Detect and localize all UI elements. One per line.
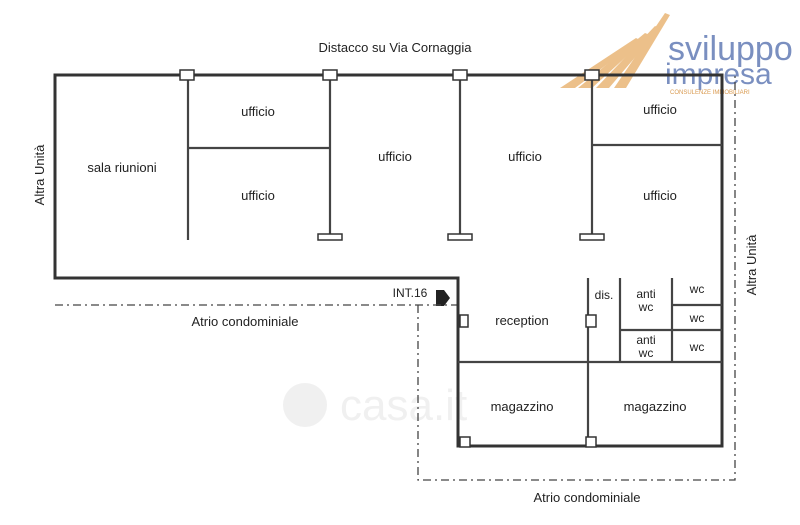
outer-walls: [53, 73, 724, 448]
room-magazzino-2: magazzino: [624, 399, 687, 414]
room-antibagno-2: anti: [636, 333, 655, 347]
watermark-text: casa.it: [340, 381, 467, 430]
room-wc-1: wc: [689, 282, 705, 296]
room-antibagno-2-wc: wc: [638, 346, 654, 360]
room-ufficio-4: ufficio: [508, 149, 542, 164]
interior-walls: [179, 69, 722, 448]
atrium-left-label: Atrio condominiale: [192, 314, 299, 329]
room-labels: sala riunioni ufficio ufficio ufficio uf…: [87, 102, 704, 414]
room-ufficio-3: ufficio: [378, 149, 412, 164]
neighbor-left-label: Altra Unità: [32, 144, 47, 205]
neighbor-right-label: Altra Unità: [744, 234, 759, 295]
watermark: casa.it: [283, 381, 467, 430]
room-wc-2: wc: [689, 311, 705, 325]
logo-line1: sviluppo: [668, 30, 793, 68]
common-area-boundaries: [55, 75, 736, 481]
room-reception: reception: [495, 313, 548, 328]
logo: sviluppo impresa CONSULENZE IMMOBILIARI: [560, 13, 793, 96]
entrance-arrow-icon: [436, 290, 450, 306]
room-magazzino-1: magazzino: [491, 399, 554, 414]
room-antibagno-1: anti: [636, 287, 655, 301]
logo-tagline: CONSULENZE IMMOBILIARI: [670, 90, 750, 96]
room-sala-riunioni: sala riunioni: [87, 160, 156, 175]
room-ufficio-2: ufficio: [241, 188, 275, 203]
room-ufficio-6: ufficio: [643, 188, 677, 203]
room-ufficio-5: ufficio: [643, 102, 677, 117]
room-wc-3: wc: [689, 340, 705, 354]
room-ufficio-1: ufficio: [241, 104, 275, 119]
plan-title: Distacco su Via Cornaggia: [319, 40, 473, 55]
entrance-label: INT.16: [393, 286, 428, 300]
room-disimpegno: dis.: [595, 288, 614, 302]
room-antibagno-1-wc: wc: [638, 300, 654, 314]
atrium-bottom-label: Atrio condominiale: [534, 490, 641, 505]
